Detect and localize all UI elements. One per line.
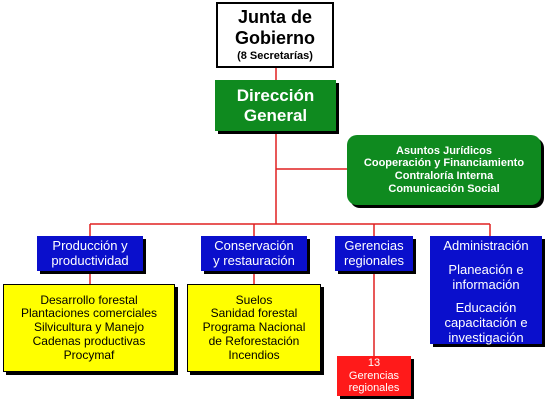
administracion-sub2-line: Educación bbox=[455, 299, 517, 315]
conservacion-program: Sanidad forestal bbox=[210, 306, 298, 321]
produccion-program: Silvicultura y Manejo bbox=[33, 320, 145, 335]
administracion-title: Administración bbox=[443, 238, 529, 253]
produccion-title-line-2: productividad bbox=[51, 252, 129, 268]
produccion-box: Producción y productividad bbox=[37, 236, 143, 271]
administracion-box: Administración Planeación e información … bbox=[430, 236, 542, 345]
gerencias-child-line-1: 13 bbox=[367, 357, 381, 370]
administracion-sub1-line: información bbox=[452, 276, 520, 292]
staff-item: Contraloría Interna bbox=[394, 170, 494, 182]
produccion-program: Plantaciones comerciales bbox=[20, 306, 158, 321]
produccion-program: Desarrollo forestal bbox=[40, 292, 138, 307]
produccion-program: Cadenas productivas bbox=[32, 333, 146, 348]
produccion-programs-box: Desarrollo forestal Plantaciones comerci… bbox=[3, 284, 175, 372]
conservacion-program: Suelos bbox=[235, 292, 273, 307]
conservacion-title-line-1: Conservación bbox=[214, 237, 294, 253]
junta-subtitle: (8 Secretarías) bbox=[237, 50, 313, 63]
gerencias-child-line-2: Gerencias bbox=[348, 369, 400, 382]
produccion-title-line-1: Producción y bbox=[52, 237, 128, 253]
gerencias-box: Gerencias regionales bbox=[335, 236, 413, 271]
conservacion-program: de Reforestación bbox=[208, 333, 300, 348]
gerencias-title-line-1: Gerencias bbox=[344, 237, 404, 253]
staff-units-box: Asuntos Jurídicos Cooperación y Financia… bbox=[347, 135, 541, 205]
staff-item: Asuntos Jurídicos bbox=[396, 144, 492, 157]
staff-item: Comunicación Social bbox=[388, 182, 500, 195]
gerencias-title-line-2: regionales bbox=[344, 252, 404, 268]
direccion-title-line-1: Dirección bbox=[236, 85, 315, 105]
conservacion-program: Programa Nacional bbox=[202, 320, 306, 335]
direccion-title-line-2: General bbox=[243, 105, 308, 125]
junta-title-line-1: Junta de bbox=[237, 6, 312, 27]
junta-title-line-2: Gobierno bbox=[235, 27, 315, 48]
direccion-general-box: Dirección General bbox=[215, 80, 336, 131]
administracion-sub2-line: investigación bbox=[448, 329, 524, 345]
produccion-program: Procymaf bbox=[63, 347, 115, 362]
conservacion-programs-box: Suelos Sanidad forestal Programa Naciona… bbox=[187, 284, 321, 372]
gerencias-child-box: 13 Gerencias regionales bbox=[337, 356, 411, 396]
conservacion-title-line-2: y restauración bbox=[213, 252, 295, 268]
administracion-sub2-line: capacitación e bbox=[444, 314, 528, 330]
conservacion-box: Conservación y restauración bbox=[201, 236, 307, 271]
gerencias-child-line-3: regionales bbox=[348, 382, 400, 395]
conservacion-program: Incendios bbox=[228, 347, 280, 362]
administracion-sub1-line: Planeación e bbox=[448, 261, 524, 277]
junta-de-gobierno-box: Junta de Gobierno (8 Secretarías) bbox=[216, 2, 334, 68]
staff-item: Cooperación y Financiamiento bbox=[363, 157, 525, 170]
